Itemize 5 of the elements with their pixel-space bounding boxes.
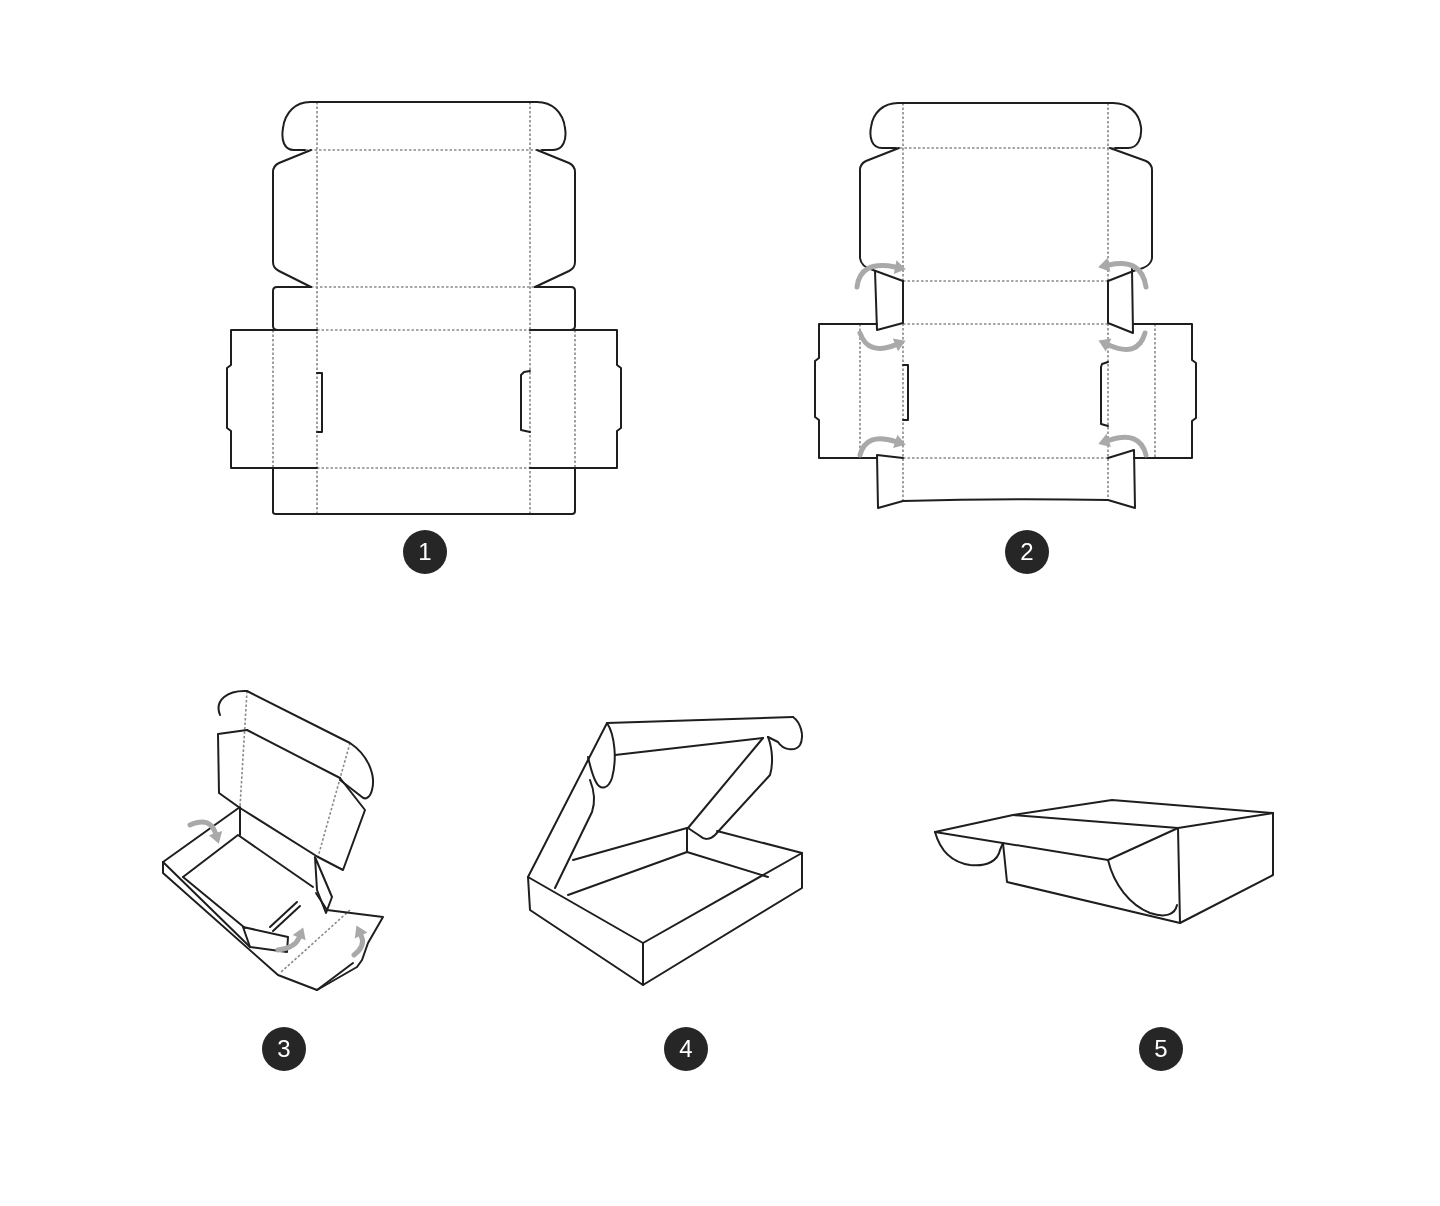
- step-number: 2: [1005, 530, 1049, 574]
- step-number: 5: [1139, 1027, 1183, 1071]
- step-number: 4: [664, 1027, 708, 1071]
- step-number: 3: [262, 1027, 306, 1071]
- step-number: 1: [403, 530, 447, 574]
